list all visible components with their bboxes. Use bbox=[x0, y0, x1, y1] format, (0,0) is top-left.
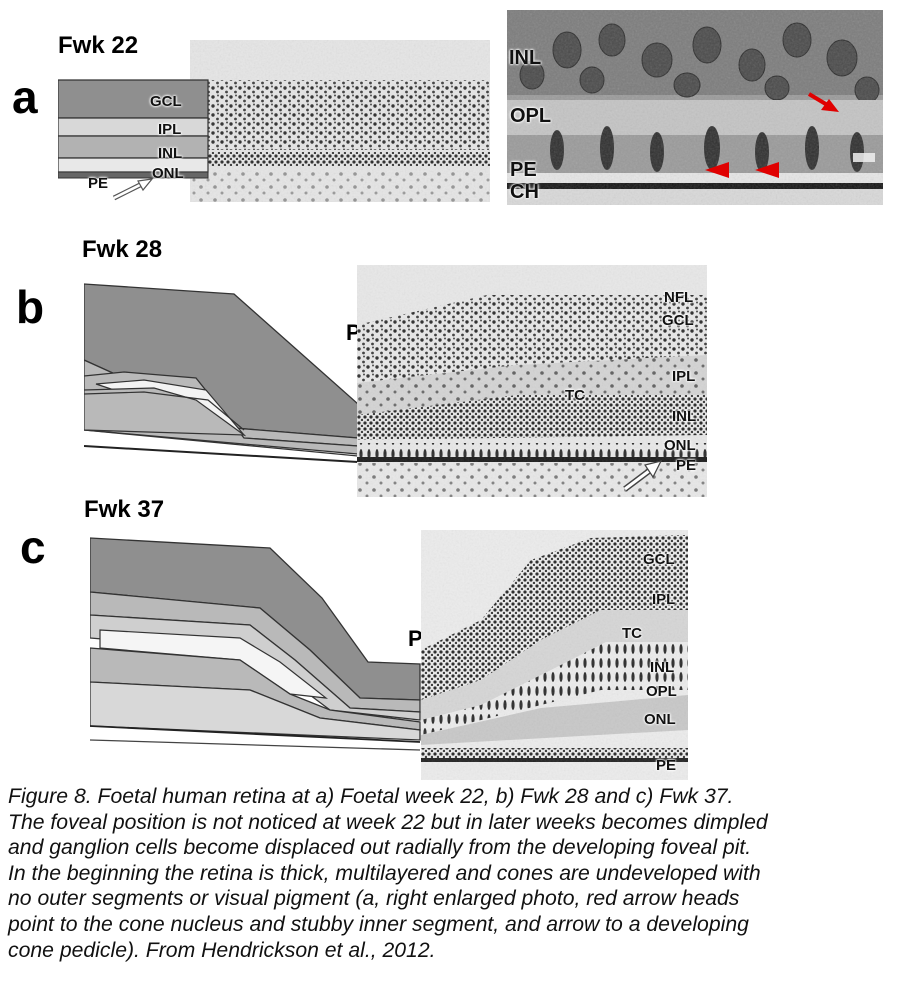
panel-b-label-pe: PE bbox=[676, 457, 697, 474]
panel-b-label-inl: INL bbox=[672, 408, 697, 425]
panel-c-label-opl: OPL bbox=[646, 683, 677, 700]
panel-c-label-gcl: GCL bbox=[643, 551, 675, 568]
panel-b-label-nfl: NFL bbox=[664, 289, 694, 306]
panel-b-micrograph bbox=[357, 265, 707, 497]
panel-a-label-pe: PE bbox=[88, 175, 109, 192]
panel-b-label-ipl: IPL bbox=[672, 368, 696, 385]
panel-c-micrograph bbox=[421, 530, 688, 780]
panel-c-pit-label: P bbox=[408, 626, 423, 651]
panel-a-label-gcl: GCL bbox=[150, 93, 182, 110]
panel-a-label-inl: INL bbox=[158, 145, 183, 162]
panel-c-label-tc: TC bbox=[622, 625, 642, 642]
figure-caption: Figure 8. Foetal human retina at a) Foet… bbox=[8, 784, 908, 963]
panel-a-inset-label-opl: OPL bbox=[510, 105, 552, 127]
caption-line: In the beginning the retina is thick, mu… bbox=[8, 861, 761, 885]
panel-a-inset-label-pe: PE bbox=[510, 159, 537, 181]
caption-line: and ganglion cells become displaced out … bbox=[8, 836, 752, 860]
caption-line: Figure 8. Foetal human retina at a) Foet… bbox=[8, 785, 734, 808]
caption-line: The foveal position is not noticed at we… bbox=[8, 810, 768, 834]
panel-b-label-gcl: GCL bbox=[662, 312, 694, 329]
panel-c-label-onl: ONL bbox=[644, 711, 676, 728]
panel-c-schematic bbox=[90, 537, 421, 751]
panel-c-title: Fwk 37 bbox=[84, 496, 165, 523]
panel-a-label-onl: ONL bbox=[152, 165, 184, 182]
panel-b-title: Fwk 28 bbox=[82, 236, 163, 263]
panel-b-letter: b bbox=[16, 281, 45, 333]
panel-b-schematic bbox=[84, 283, 359, 463]
panel-c-label-ipl: IPL bbox=[652, 591, 676, 608]
panel-a-inset-label-inl: INL bbox=[509, 47, 542, 69]
panel-c-letter: c bbox=[20, 521, 46, 573]
caption-line: cone pedicle). From Hendrickson et al., … bbox=[8, 938, 436, 962]
panel-a-inset-photo bbox=[507, 10, 883, 205]
panel-a-letter: a bbox=[12, 71, 38, 123]
panel-a-title: Fwk 22 bbox=[58, 32, 139, 59]
caption-line: point to the cone nucleus and stubby inn… bbox=[8, 912, 749, 936]
panel-b-label-onl: ONL bbox=[664, 437, 696, 454]
panel-a-figure bbox=[58, 40, 490, 202]
panel-b-label-tc: TC bbox=[565, 387, 585, 404]
panel-c-label-inl: INL bbox=[650, 659, 675, 676]
panel-a-label-ipl: IPL bbox=[158, 121, 182, 138]
caption-line: no outer segments or visual pigment (a, … bbox=[8, 887, 740, 911]
panel-c-label-pe: PE bbox=[656, 757, 677, 774]
panel-a-inset-label-ch: CH bbox=[510, 181, 539, 203]
